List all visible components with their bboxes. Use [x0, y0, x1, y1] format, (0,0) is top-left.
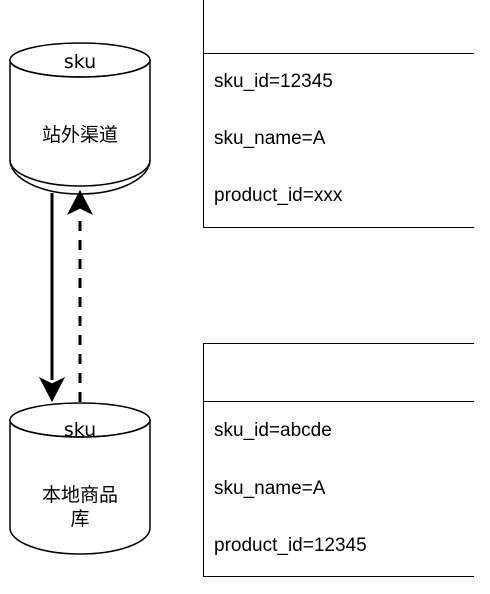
external-sku-record: sku_id=12345 sku_name=A product_id=xxx [203, 0, 490, 228]
sync-up-arrow [66, 189, 94, 402]
local-db-cylinder [9, 402, 151, 555]
field-product-id: product_id=xxx [214, 185, 343, 206]
local-sku-record: sku_id=abcde sku_name=A product_id=12345 [203, 343, 490, 577]
external-db-cylinder [9, 42, 151, 195]
sync-down-arrow [38, 193, 66, 403]
record-header [204, 344, 490, 402]
record-header [204, 0, 490, 54]
crop-edge [474, 0, 490, 594]
local-db-label: 本地商品 库 [41, 484, 118, 530]
field-sku-name: sku_name=A [214, 478, 326, 499]
external-db-label: 站外渠道 [41, 124, 118, 146]
external-db-title: sku [63, 51, 97, 73]
field-sku-id: sku_id=abcde [214, 420, 332, 441]
field-sku-name: sku_name=A [214, 128, 326, 149]
field-sku-id: sku_id=12345 [214, 71, 333, 92]
field-product-id: product_id=12345 [214, 535, 367, 556]
local-db-title: sku [63, 419, 97, 441]
